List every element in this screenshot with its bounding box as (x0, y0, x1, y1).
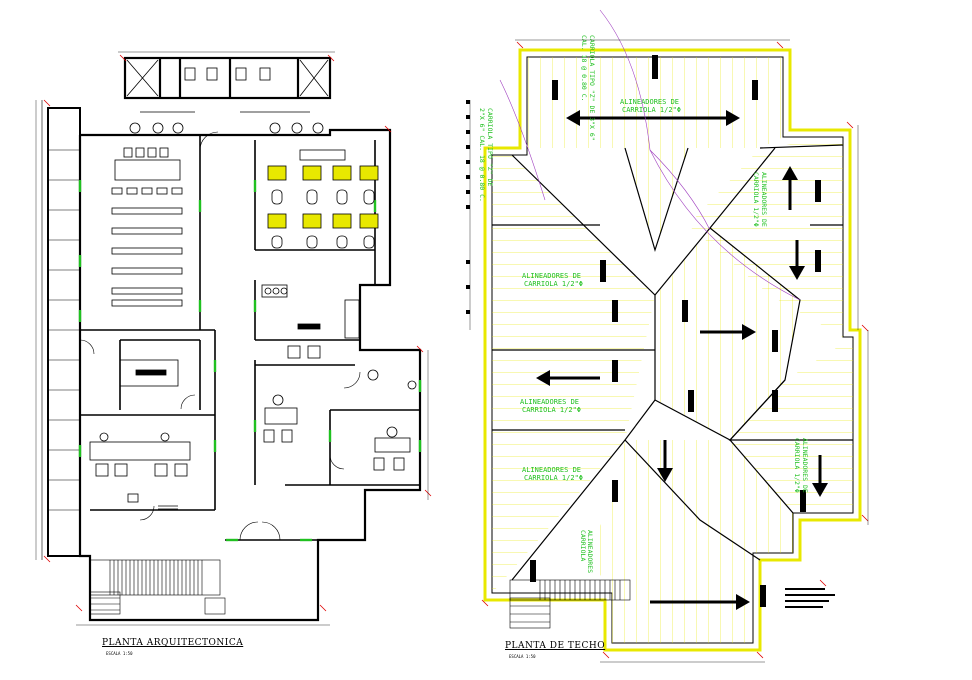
kitchen-fixtures (119, 284, 417, 471)
roof-dimension-ticks (481, 41, 869, 659)
roof-legend-marks (466, 100, 835, 608)
yellow-desk-room (267, 149, 379, 249)
left-plan-scale: ESCALA 1:50 (106, 651, 133, 656)
roof-label-right-upper: ALINEADORES DECARRIOLA 1/2"Φ (752, 172, 768, 227)
roof-label-bottom-mid: ALINEADORESCARRIOLA (579, 530, 594, 573)
roof-zone-right (688, 137, 843, 337)
roof-label-right-lower: ALINEADORES DECARRIOLA 1/2"Φ (793, 438, 809, 493)
entry-stair (89, 559, 226, 615)
roof-zone-left (492, 155, 655, 593)
exterior-walls (78, 56, 422, 622)
right-plan-scale: ESCALA 1:50 (509, 654, 536, 659)
roof-zone-bottom (590, 440, 793, 643)
door-swings (79, 131, 361, 541)
roof-label-rotated-top: CARRIOLA TIPO "Z" DE 3"X 6"CAL. 18 @ 0.8… (580, 35, 596, 141)
roof-ridges (492, 144, 853, 581)
classroom-furniture (111, 147, 183, 307)
roof-plan-stair (509, 579, 631, 629)
dimension-curves (499, 9, 801, 301)
left-plan-title: PLANTA ARQUITECTONICA (102, 638, 244, 648)
toilet-fixtures (126, 59, 329, 134)
roof-outline (483, 48, 862, 652)
corridor-modules (48, 149, 80, 511)
dimension-ticks (43, 54, 432, 612)
office-furniture (89, 432, 191, 510)
dimension-lines (35, 51, 429, 626)
door-markers (78, 180, 422, 542)
roof-beams (530, 55, 821, 607)
roof-label-rotated-left: CARRIOLA TIPO "Z" DE2"X 6" CAL. 18 @ 0.8… (478, 108, 494, 202)
slope-arrows (536, 110, 828, 610)
roof-zone-center (655, 228, 800, 440)
roof-zone-top (527, 57, 783, 250)
roof-dimension-lines (469, 39, 869, 663)
architectural-floor-plan (35, 51, 432, 626)
roof-zone-east (730, 337, 853, 513)
interior-walls (80, 135, 420, 541)
right-plan-title: PLANTA DE TECHO (505, 641, 606, 651)
